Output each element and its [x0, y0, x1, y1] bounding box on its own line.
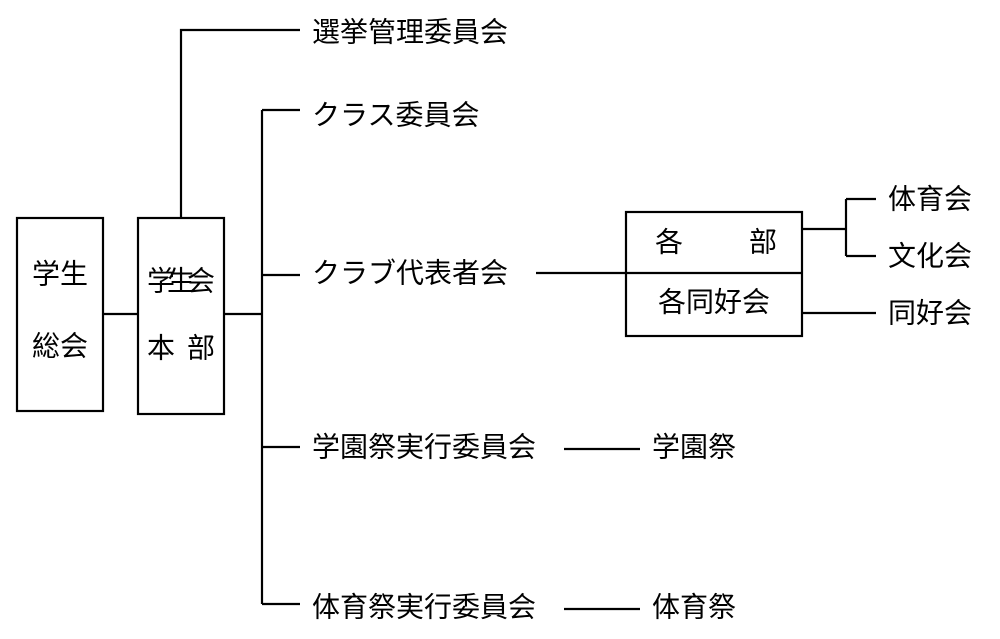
general-assembly-label-line1: 学生 [32, 258, 88, 291]
committee-sports-festival: 体育祭実行委員会 [312, 591, 536, 624]
leaf-circles: 同好会 [888, 297, 972, 330]
connector-hq-election [179, 28, 300, 218]
council-hq-box [136, 216, 226, 416]
committee-school-festival: 学園祭実行委員会 [312, 431, 536, 464]
council-hq-label-line1: 学生会 [147, 265, 215, 298]
committee-club-reps: クラブ代表者会 [312, 257, 508, 290]
club-box-clubs-left: 各 [655, 226, 683, 259]
club-box-clubs-right: 部 [749, 226, 777, 259]
general-assembly-label-line2: 総会 [32, 330, 88, 363]
club-box-circles: 各同好会 [658, 286, 770, 319]
committee-election: 選挙管理委員会 [312, 16, 508, 49]
committee-class: クラス委員会 [312, 99, 479, 132]
leaf-school-festival: 学園祭 [652, 431, 736, 464]
leaf-culture: 文化会 [888, 240, 972, 273]
leaf-athletic: 体育会 [888, 183, 972, 216]
leaf-sports-festival: 体育祭 [652, 591, 736, 624]
general-assembly-box [15, 216, 105, 413]
